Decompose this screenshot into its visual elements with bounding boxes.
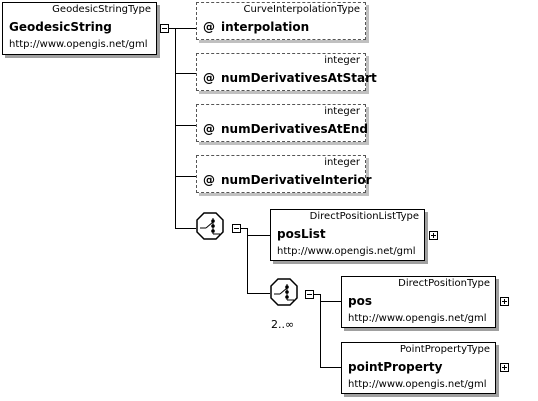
attribute-at-icon: @ — [203, 20, 215, 34]
connector — [320, 301, 341, 302]
element-namespace-label: http://www.opengis.net/gml — [348, 313, 487, 324]
attribute-type-label: CurveInterpolationType — [243, 4, 360, 15]
connector — [175, 73, 196, 74]
connector — [247, 228, 248, 293]
sequence-collapse-toggle[interactable] — [305, 290, 314, 299]
element-name-label: pointProperty — [348, 360, 443, 374]
attribute-name-label: numDerivativesAtEnd — [221, 122, 368, 136]
element-box-pointProperty[interactable]: PointPropertyType pointProperty http://w… — [341, 342, 496, 394]
root-namespace-label: http://www.opengis.net/gml — [9, 39, 148, 50]
connector — [320, 367, 341, 368]
attribute-at-icon: @ — [203, 173, 215, 187]
attribute-type-label: integer — [324, 55, 360, 66]
connector — [175, 28, 196, 29]
root-type-label: GeodesicStringType — [52, 4, 151, 15]
connector — [314, 294, 320, 295]
element-type-label: PointPropertyType — [399, 344, 490, 355]
attribute-type-label: integer — [324, 106, 360, 117]
attribute-name-label: interpolation — [221, 20, 310, 34]
element-box-posList[interactable]: DirectPositionListType posList http://ww… — [270, 209, 425, 261]
connector — [247, 235, 270, 236]
connector — [320, 294, 321, 367]
sequence-cardinality-label: 2..∞ — [271, 318, 295, 331]
connector — [247, 293, 270, 294]
connector — [175, 28, 176, 229]
sequence-compositor-icon[interactable] — [270, 278, 298, 306]
pointProperty-expand-toggle[interactable] — [500, 363, 509, 372]
attribute-box-numDerivativesAtStart[interactable]: integer @ numDerivativesAtStart — [196, 53, 377, 91]
attribute-name-label: numDerivativeInterior — [221, 173, 372, 187]
attribute-type-label: integer — [324, 157, 360, 168]
connector — [175, 176, 196, 177]
element-type-label: DirectPositionListType — [309, 211, 419, 222]
attribute-at-icon: @ — [203, 71, 215, 85]
choice-compositor-icon[interactable] — [196, 212, 224, 240]
element-type-label: DirectPositionType — [398, 278, 490, 289]
attribute-name-label: numDerivativesAtStart — [221, 71, 377, 85]
root-collapse-toggle[interactable] — [160, 24, 169, 33]
attribute-box-numDerivativesAtEnd[interactable]: integer @ numDerivativesAtEnd — [196, 104, 368, 142]
connector — [175, 125, 196, 126]
connector — [241, 228, 247, 229]
choice-collapse-toggle[interactable] — [232, 224, 241, 233]
connector — [175, 228, 196, 229]
posList-expand-toggle[interactable] — [429, 231, 438, 240]
root-name-label: GeodesicString — [9, 20, 112, 34]
element-namespace-label: http://www.opengis.net/gml — [348, 379, 487, 390]
root-element-box[interactable]: GeodesicStringType GeodesicString http:/… — [2, 2, 157, 55]
connector — [169, 28, 175, 29]
element-namespace-label: http://www.opengis.net/gml — [277, 246, 416, 257]
element-name-label: pos — [348, 294, 372, 308]
element-box-pos[interactable]: DirectPositionType pos http://www.opengi… — [341, 276, 496, 328]
attribute-at-icon: @ — [203, 122, 215, 136]
attribute-box-interpolation[interactable]: CurveInterpolationType @ interpolation — [196, 2, 366, 40]
attribute-box-numDerivativeInterior[interactable]: integer @ numDerivativeInterior — [196, 155, 372, 193]
element-name-label: posList — [277, 227, 326, 241]
pos-expand-toggle[interactable] — [500, 297, 509, 306]
